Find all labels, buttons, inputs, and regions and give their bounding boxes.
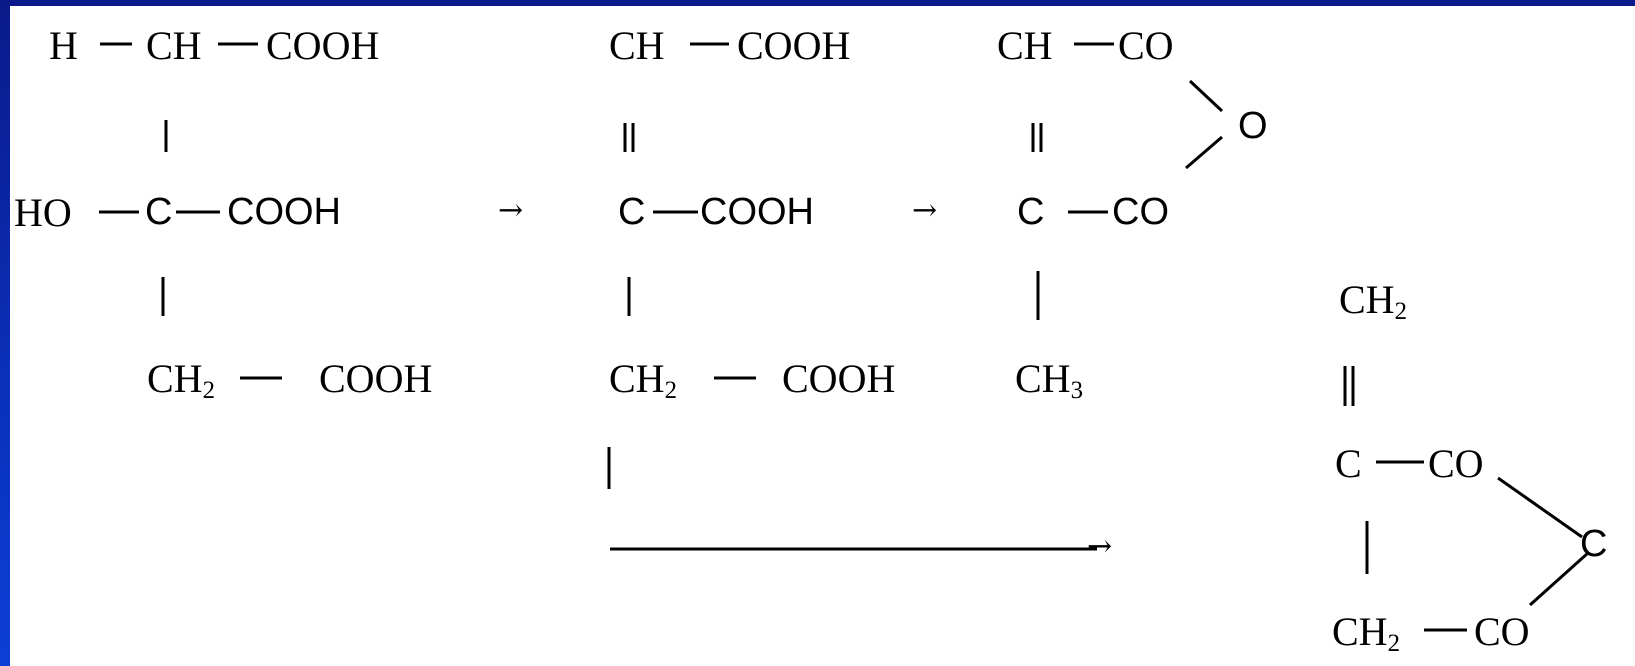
int-ch: CH bbox=[609, 23, 665, 68]
ita-mid-co: CO bbox=[1428, 441, 1484, 486]
ita-ch2-bottom: CH2 bbox=[1332, 609, 1400, 658]
reactant-c: C bbox=[145, 191, 173, 233]
ring-bond-bottom bbox=[1185, 135, 1223, 170]
reactant-h: H bbox=[49, 23, 78, 68]
reactant-ho: HO bbox=[14, 190, 72, 235]
arrow-2: → bbox=[912, 193, 938, 228]
ring-bond-ita-bottom bbox=[1528, 551, 1590, 607]
int-mid-cooh: COOH bbox=[700, 191, 814, 233]
anh-c: C bbox=[1017, 191, 1045, 233]
int-ch2: CH2 bbox=[609, 356, 677, 405]
ita-c: C bbox=[1335, 441, 1362, 486]
arrow-1: → bbox=[498, 193, 524, 228]
ita-ch2-top: CH2 bbox=[1339, 277, 1407, 326]
reactant-bottom-cooh: COOH bbox=[319, 356, 433, 401]
anh-top-co: CO bbox=[1118, 23, 1174, 68]
anh-mid-co: CO bbox=[1112, 191, 1169, 233]
slide-left-bar bbox=[0, 0, 10, 666]
reactant-ch: CH bbox=[146, 23, 202, 68]
slide-top-bar bbox=[0, 0, 1635, 6]
int-top-cooh: COOH bbox=[737, 23, 851, 68]
ring-bond-top bbox=[1188, 79, 1224, 113]
reactant-ch2: CH2 bbox=[147, 356, 215, 405]
anh-ch: CH bbox=[997, 23, 1053, 68]
anh-ring-o: O bbox=[1238, 105, 1268, 147]
anh-ch3: CH3 bbox=[1015, 356, 1083, 405]
ita-bottom-co: CO bbox=[1474, 609, 1530, 654]
int-c: C bbox=[618, 191, 646, 233]
int-bottom-cooh: COOH bbox=[782, 356, 896, 401]
reactant-mid-cooh: COOH bbox=[227, 191, 341, 233]
reactant-top-cooh: COOH bbox=[266, 23, 380, 68]
ita-ring-atom: C bbox=[1580, 523, 1608, 565]
ring-bond-ita-top bbox=[1497, 476, 1583, 539]
arrow-3-head: → bbox=[1087, 529, 1113, 564]
